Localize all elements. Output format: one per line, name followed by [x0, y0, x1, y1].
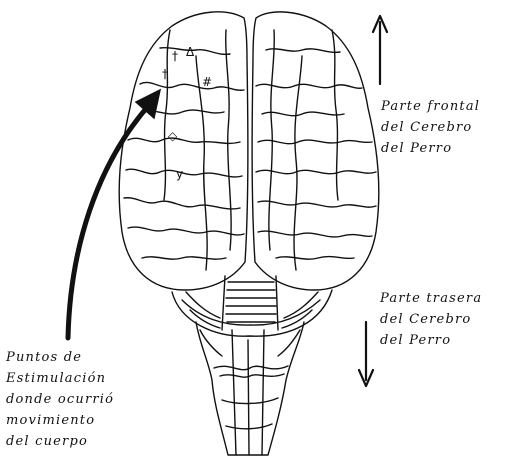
rear-label: Parte trasera del Cerebro del Perro	[380, 288, 482, 351]
hash-marker: #	[202, 75, 212, 89]
rear-label-line-1: Parte trasera	[380, 291, 483, 306]
stimulation-points-label: Puntos de Estimulación donde ocurrió mov…	[6, 347, 114, 452]
right-hemisphere	[251, 11, 380, 291]
points-label-line-1: Puntos de	[6, 350, 83, 365]
front-label-line-2: del Cerebro	[381, 120, 473, 135]
points-label-line-5: del cuerpo	[6, 434, 89, 449]
y-marker: y	[176, 167, 183, 181]
pointer-arrow	[65, 88, 162, 341]
dagger-marker-2: †	[162, 67, 168, 81]
front-label-line-3: del Perro	[381, 141, 453, 156]
dagger-marker: †	[172, 49, 178, 63]
front-label-line-1: Parte frontal	[381, 99, 481, 114]
points-label-line-2: Estimulación	[6, 371, 107, 386]
front-label: Parte frontal del Cerebro del Perro	[381, 96, 480, 159]
left-hemisphere	[118, 11, 249, 291]
triangle-marker: Δ	[186, 45, 195, 59]
cerebellum	[171, 275, 333, 337]
rear-label-line-2: del Cerebro	[380, 312, 472, 327]
rear-label-line-3: del Perro	[380, 333, 452, 348]
points-label-line-4: movimiento	[6, 413, 96, 428]
brainstem	[195, 321, 305, 456]
rear-arrow	[357, 320, 375, 388]
points-label-line-3: donde ocurrió	[6, 392, 115, 407]
diamond-marker: ◇	[168, 129, 178, 143]
front-arrow	[371, 14, 389, 86]
